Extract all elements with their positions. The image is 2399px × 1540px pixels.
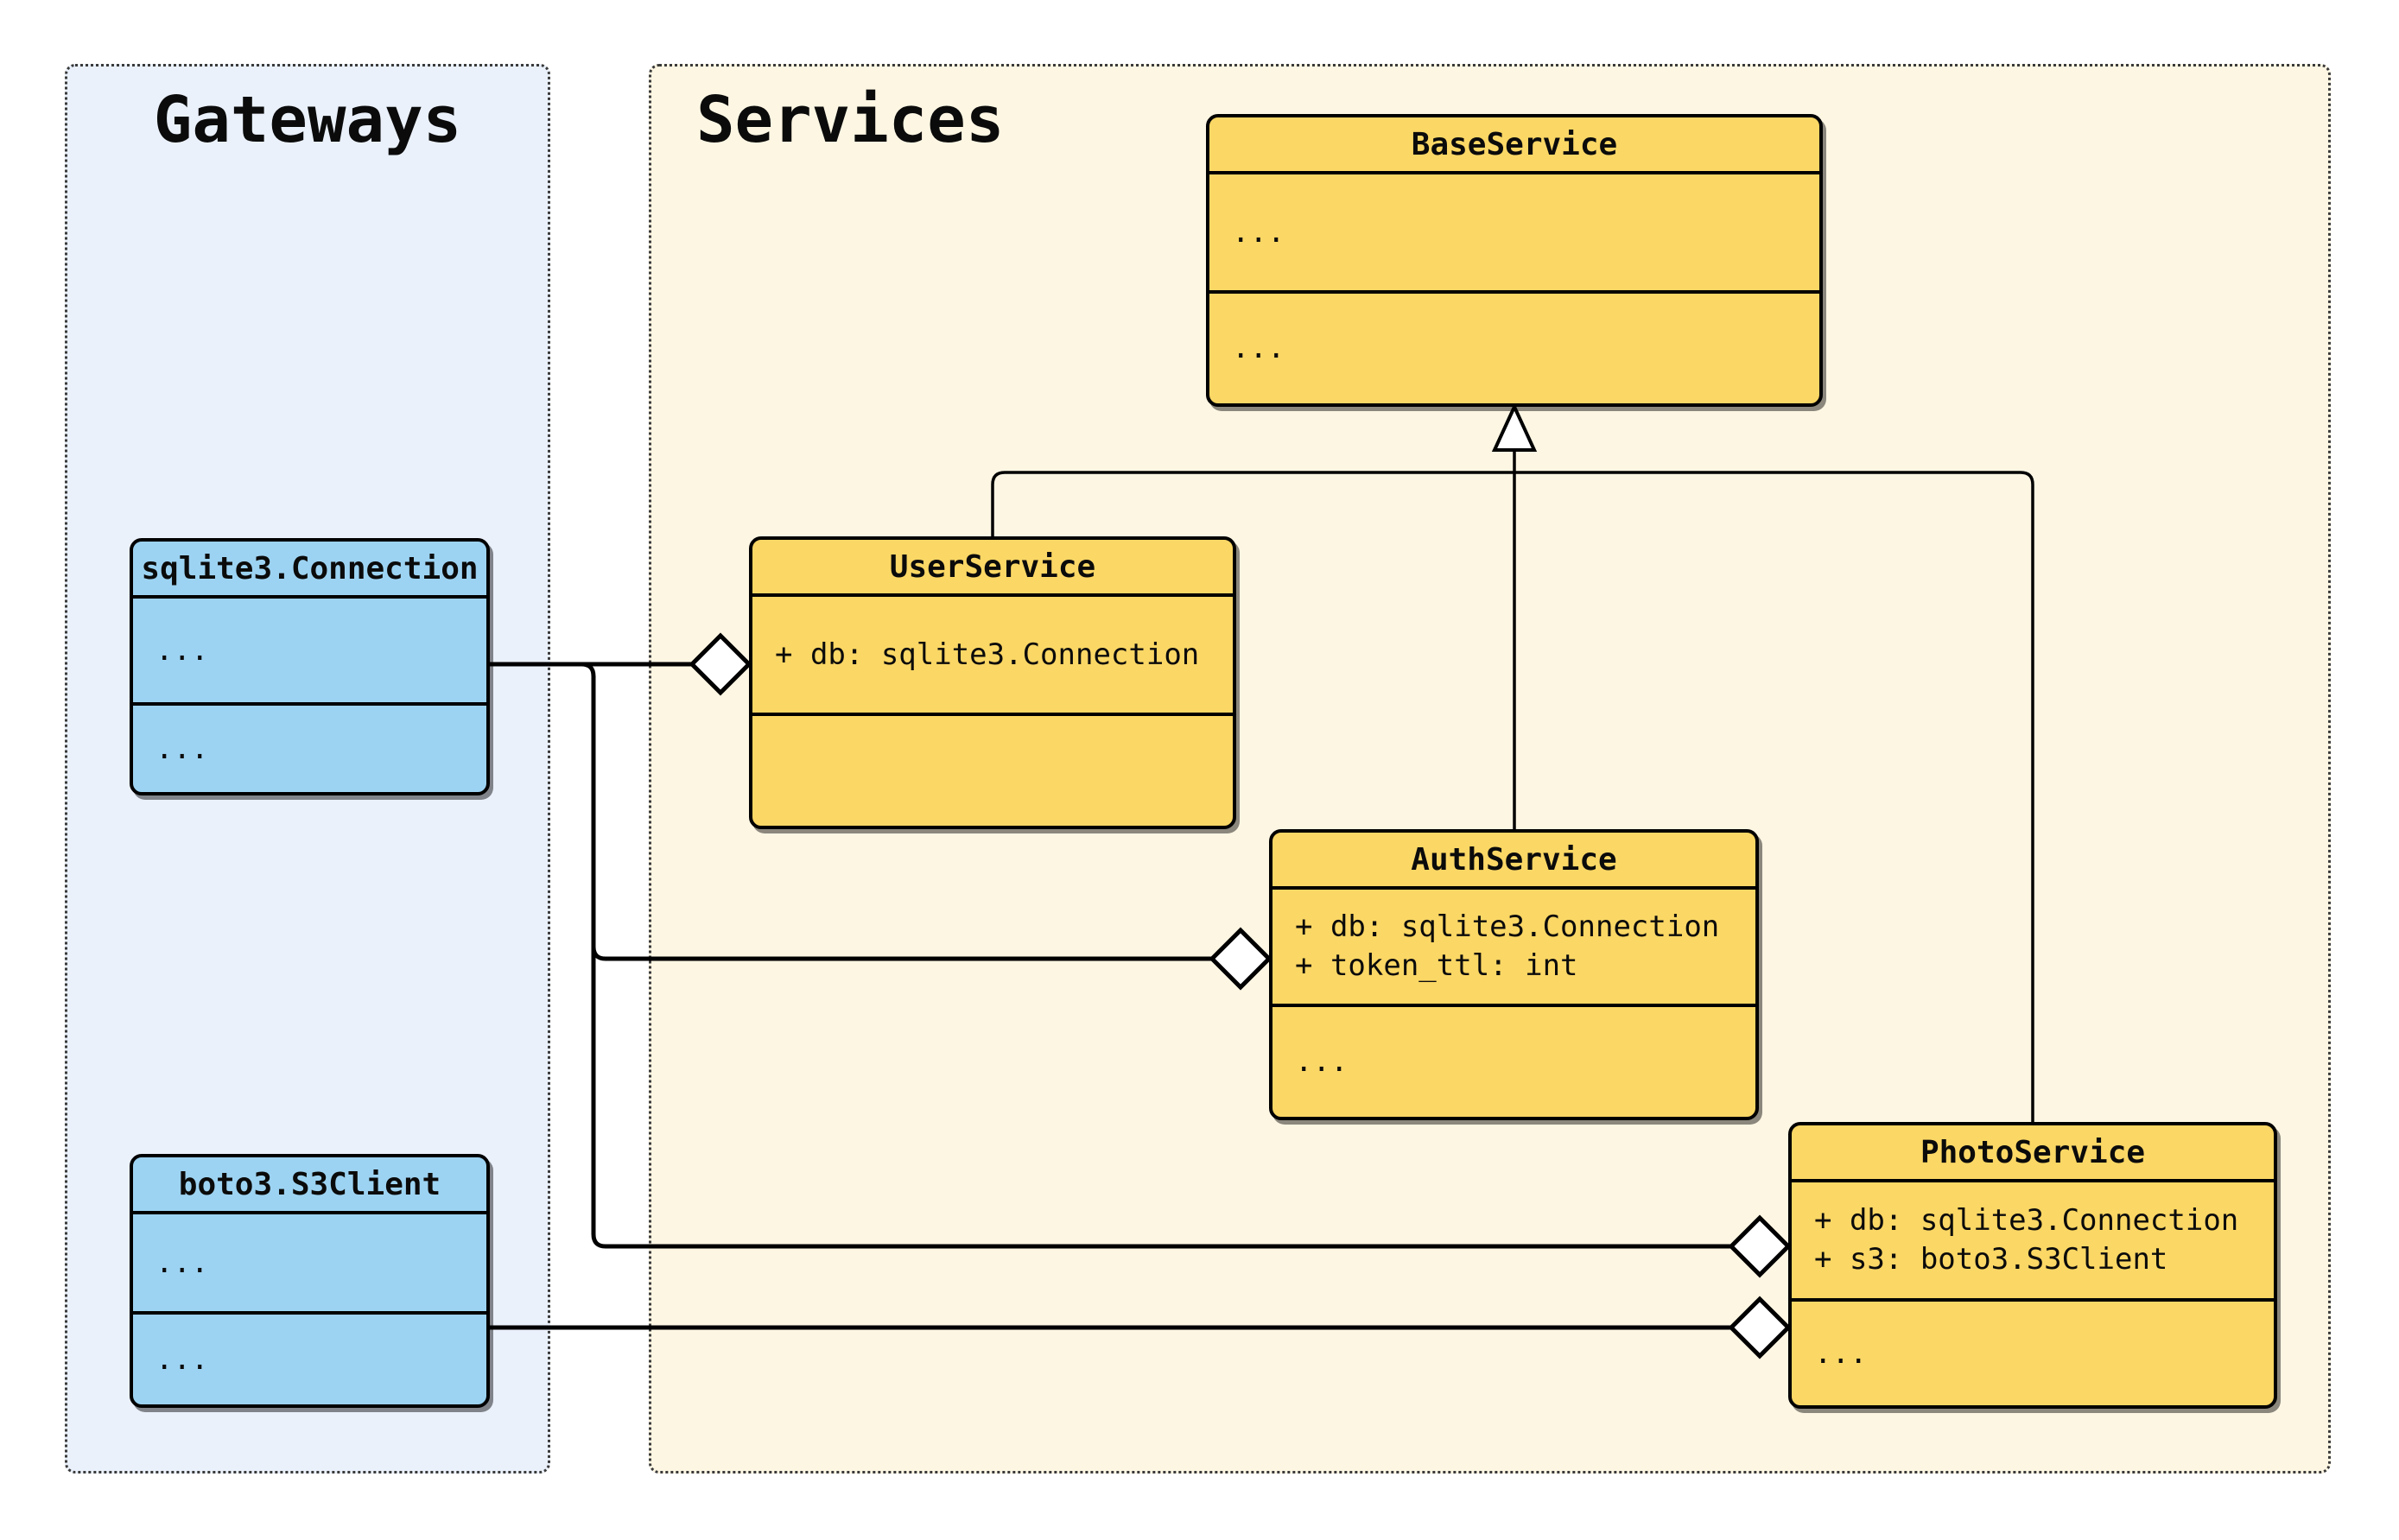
class-attributes-boto3-s3client: ... <box>133 1214 486 1315</box>
inheritance-triangle-icon <box>1491 402 1538 452</box>
class-title-photoservice: PhotoService <box>1792 1125 2274 1182</box>
method-line: ... <box>155 731 209 766</box>
class-title-sqlite3-connection: sqlite3.Connection <box>133 542 486 599</box>
aggregation-diamond-photoservice-db-icon <box>1728 1214 1792 1278</box>
class-attributes-baseservice: ... <box>1209 174 1819 294</box>
method-line: ... <box>1295 1044 1349 1079</box>
class-box-sqlite3-connection: sqlite3.Connection ... ... <box>130 538 490 795</box>
class-box-userservice: UserService + db: sqlite3.Connection <box>749 536 1236 829</box>
class-title-baseservice: BaseService <box>1209 117 1819 174</box>
class-attributes-sqlite3-connection: ... <box>133 599 486 706</box>
inheritance-line-user-photo <box>991 471 2034 1122</box>
attribute-line: + s3: boto3.S3Client <box>1814 1242 2168 1277</box>
class-box-photoservice: PhotoService + db: sqlite3.Connection + … <box>1788 1122 2277 1409</box>
aggregation-line-sqlite3-authservice <box>591 946 1216 961</box>
aggregation-diamond-photoservice-s3-icon <box>1728 1296 1792 1359</box>
class-methods-photoservice: ... <box>1792 1302 2274 1405</box>
class-methods-sqlite3-connection: ... <box>133 706 486 792</box>
aggregation-diamond-userservice-icon <box>689 632 752 696</box>
attribute-line: + token_ttl: int <box>1295 948 1578 983</box>
class-title-userservice: UserService <box>752 540 1233 597</box>
class-box-authservice: AuthService + db: sqlite3.Connection + t… <box>1269 829 1759 1120</box>
attribute-line: + db: sqlite3.Connection <box>1295 909 1720 944</box>
class-methods-userservice <box>752 716 1233 826</box>
attribute-line: + db: sqlite3.Connection <box>1814 1203 2239 1238</box>
class-attributes-userservice: + db: sqlite3.Connection <box>752 597 1233 716</box>
attribute-line: ... <box>1232 214 1285 250</box>
gateways-panel-title: Gateways <box>153 83 462 157</box>
class-box-boto3-s3client: boto3.S3Client ... ... <box>130 1154 490 1408</box>
attribute-line: ... <box>155 1245 209 1280</box>
class-title-boto3-s3client: boto3.S3Client <box>133 1157 486 1214</box>
attribute-line: + db: sqlite3.Connection <box>775 637 1200 672</box>
class-attributes-photoservice: + db: sqlite3.Connection + s3: boto3.S3C… <box>1792 1182 2274 1302</box>
aggregation-line-sqlite3-branch <box>581 662 1736 1249</box>
method-line: ... <box>1232 331 1285 365</box>
class-methods-baseservice: ... <box>1209 294 1819 403</box>
class-title-authservice: AuthService <box>1272 833 1755 890</box>
attribute-line: ... <box>155 632 209 668</box>
class-methods-authservice: ... <box>1272 1007 1755 1117</box>
services-panel-title: Services <box>696 83 1005 157</box>
aggregation-diamond-authservice-icon <box>1209 927 1272 991</box>
method-line: ... <box>1814 1335 1868 1371</box>
class-attributes-authservice: + db: sqlite3.Connection + token_ttl: in… <box>1272 890 1755 1007</box>
class-methods-boto3-s3client: ... <box>133 1315 486 1404</box>
class-box-baseservice: BaseService ... ... <box>1206 114 1823 407</box>
method-line: ... <box>155 1341 209 1377</box>
